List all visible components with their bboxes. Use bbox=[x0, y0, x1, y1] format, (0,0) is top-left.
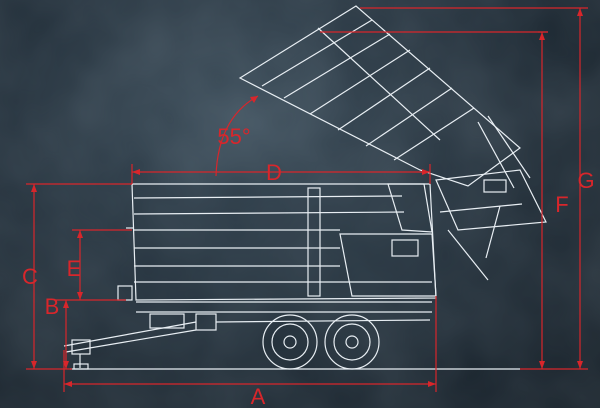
lowered-body bbox=[117, 183, 437, 301]
raised-tipping-body bbox=[238, 5, 547, 281]
tip-angle-label: 55° bbox=[217, 124, 250, 149]
dim-label-g: G bbox=[577, 168, 594, 193]
dim-label-f: F bbox=[555, 192, 568, 217]
dim-label-e: E bbox=[67, 256, 82, 281]
dimension-arrowheads bbox=[31, 8, 583, 387]
dim-label-a: A bbox=[251, 384, 266, 408]
chassis bbox=[136, 301, 432, 331]
dim-label-b: B bbox=[45, 294, 60, 319]
dim-label-c: C bbox=[22, 264, 38, 289]
dimension-lines bbox=[26, 7, 588, 392]
trailer-drawing bbox=[63, 5, 547, 370]
tip-angle-arc bbox=[215, 95, 259, 177]
dim-label-d: D bbox=[266, 160, 282, 185]
